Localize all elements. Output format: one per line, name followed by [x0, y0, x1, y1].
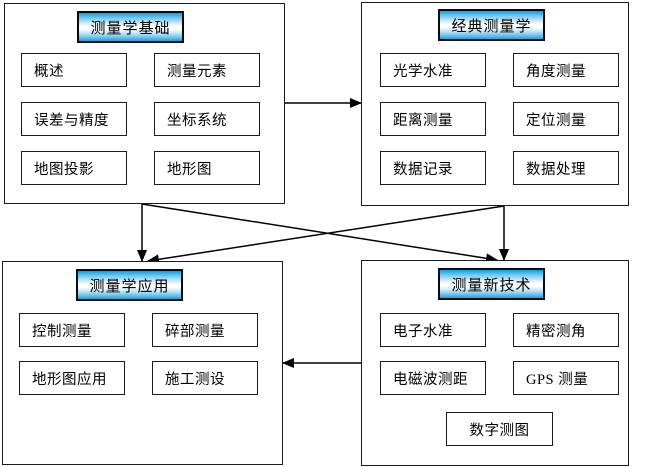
group-classical: 经典测量学 光学水准 角度测量 距离测量 定位测量 数据记录 数据处理: [361, 2, 629, 206]
topic-topographic-map: 地形图: [154, 151, 260, 185]
group-foundation: 测量学基础 概述 测量元素 误差与精度 坐标系统 地图投影 地形图: [4, 3, 285, 204]
topic-digital-mapping: 数字测图: [446, 412, 553, 446]
topic-optical-leveling: 光学水准: [380, 53, 486, 87]
topic-topomap-application: 地形图应用: [19, 361, 125, 395]
topic-map-projection: 地图投影: [21, 151, 127, 185]
group-applications-items: 控制测量 碎部测量 地形图应用 施工测设: [19, 313, 258, 395]
topic-angle-measurement: 角度测量: [513, 53, 619, 87]
topic-construction-layout: 施工测设: [152, 361, 258, 395]
topic-measurement-elements: 测量元素: [154, 53, 260, 87]
group-newtech-title: 测量新技术: [438, 268, 545, 300]
group-applications-title: 测量学应用: [76, 269, 183, 301]
group-classical-title: 经典测量学: [438, 9, 545, 41]
group-foundation-items: 概述 测量元素 误差与精度 坐标系统 地图投影 地形图: [21, 53, 260, 185]
topic-positioning-measurement: 定位测量: [513, 102, 619, 136]
arrow-classical-to-applications: [147, 205, 505, 265]
group-applications: 测量学应用 控制测量 碎部测量 地形图应用 施工测设: [2, 261, 283, 465]
group-classical-items: 光学水准 角度测量 距离测量 定位测量 数据记录 数据处理: [380, 53, 619, 185]
topic-data-recording: 数据记录: [380, 151, 486, 185]
topic-control-survey: 控制测量: [19, 313, 125, 347]
topic-electronic-leveling: 电子水准: [380, 313, 486, 347]
topic-data-processing: 数据处理: [513, 151, 619, 185]
group-newtech: 测量新技术 电子水准 精密测角 电磁波测距 GPS 测量 数字测图: [361, 260, 629, 466]
topic-gps-survey: GPS 测量: [513, 361, 619, 395]
group-newtech-items: 电子水准 精密测角 电磁波测距 GPS 测量 数字测图: [380, 313, 619, 446]
topic-overview: 概述: [21, 53, 127, 87]
group-foundation-title: 测量学基础: [77, 11, 184, 43]
topic-error-precision: 误差与精度: [21, 102, 127, 136]
topic-distance-measurement: 距离测量: [380, 102, 486, 136]
topic-em-distance: 电磁波测距: [380, 361, 486, 395]
topic-coordinate-systems: 坐标系统: [154, 102, 260, 136]
topic-detail-survey: 碎部测量: [152, 313, 258, 347]
arrow-foundation-to-newtech: [141, 203, 498, 264]
topic-precision-angle: 精密测角: [513, 313, 619, 347]
